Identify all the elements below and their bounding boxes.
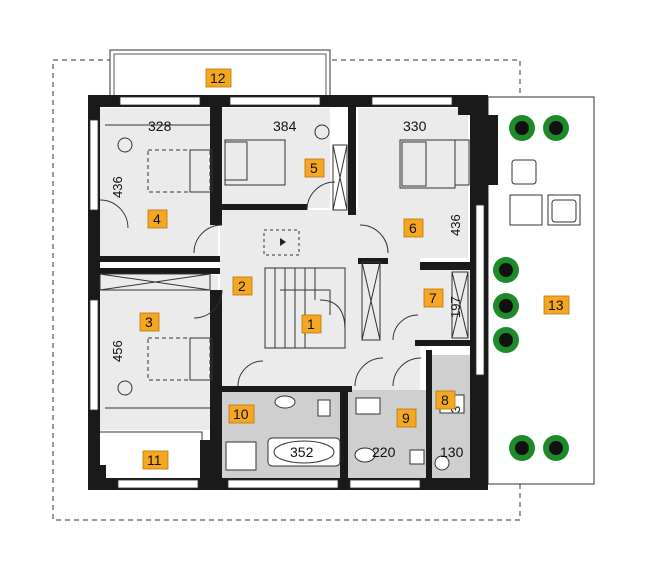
dim-room5-width: 384: [273, 118, 297, 134]
room-tag-9[interactable]: 9: [396, 408, 417, 428]
svg-text:9: 9: [402, 410, 410, 426]
room-tag-12[interactable]: 12: [205, 68, 232, 88]
beds: [147, 139, 456, 381]
room-tag-11[interactable]: 11: [142, 450, 169, 470]
svg-text:3: 3: [145, 314, 153, 330]
dim-room6-depth: 436: [448, 214, 463, 236]
svg-text:11: 11: [147, 452, 162, 468]
svg-text:12: 12: [210, 70, 226, 86]
room-tag-13[interactable]: 13: [543, 295, 570, 315]
floor-room-8: [430, 355, 470, 478]
room-tag-1[interactable]: 1: [301, 314, 322, 334]
doors: [99, 181, 422, 387]
dim-room8-width: 130: [440, 444, 464, 460]
dim-room4-width: 328: [148, 118, 172, 134]
windows: [89, 96, 485, 489]
dim-room8-depth: 3: [448, 406, 463, 413]
svg-text:6: 6: [409, 220, 417, 236]
dim-bath-tub: 352: [290, 444, 314, 460]
dim-room6-width: 330: [403, 118, 427, 134]
room-tag-2[interactable]: 2: [232, 276, 253, 296]
terrace-furniture: [509, 159, 581, 226]
dim-room4-depth: 436: [110, 176, 125, 198]
floor-room-3: [98, 275, 218, 430]
desks: [105, 124, 470, 409]
room-tag-5[interactable]: 5: [304, 158, 325, 178]
floor-room-5: [220, 108, 330, 208]
floor-room-4: [98, 108, 218, 256]
dim-room3-depth: 456: [110, 340, 125, 362]
svg-text:2: 2: [238, 278, 246, 294]
dim-room7-depth: 197: [448, 296, 463, 318]
closets: [99, 144, 469, 341]
svg-text:8: 8: [441, 392, 449, 408]
dim-room9-width: 220: [372, 444, 396, 460]
room-tag-6[interactable]: 6: [403, 218, 424, 238]
svg-text:10: 10: [233, 406, 249, 422]
room-tag-3[interactable]: 3: [139, 312, 160, 332]
room-tag-7[interactable]: 7: [423, 288, 444, 308]
room-tag-4[interactable]: 4: [147, 209, 168, 229]
svg-text:13: 13: [548, 297, 564, 313]
svg-text:7: 7: [429, 290, 437, 306]
plants: [493, 115, 569, 461]
room-tag-8[interactable]: 8: [435, 390, 456, 410]
room-tag-10[interactable]: 10: [228, 404, 255, 424]
svg-text:1: 1: [307, 316, 315, 332]
svg-text:4: 4: [153, 211, 161, 227]
staircase: [263, 229, 346, 349]
svg-text:5: 5: [310, 160, 318, 176]
terrace-outline: [487, 96, 595, 485]
